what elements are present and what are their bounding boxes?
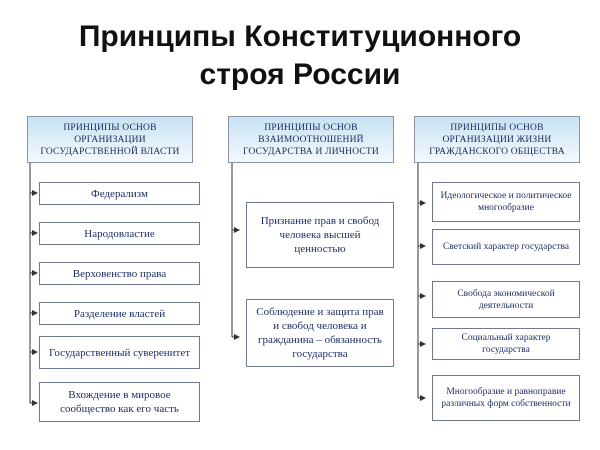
column-1-item-federalism: Федерализм <box>39 182 200 205</box>
column-1-item-world-community: Вхождение в мировое сообщество как его ч… <box>39 382 200 422</box>
column-2-item-state-duty: Соблюдение и защита прав и свобод челове… <box>246 299 394 367</box>
column-1-item-sovereignty: Государственный суверенитет <box>39 336 200 369</box>
column-3-item-pluralism: Идеологическое и политическое многообраз… <box>432 182 580 222</box>
column-3-item-economic-freedom: Свобода экономической деятельности <box>432 281 580 318</box>
column-1-header: ПРИНЦИПЫ ОСНОВ ОРГАНИЗАЦИИ ГОСУДАРСТВЕНН… <box>27 116 193 163</box>
column-1-item-rule-of-law: Верховенство права <box>39 262 200 285</box>
column-2-item-human-rights-value: Признание прав и свобод человека высшей … <box>246 202 394 268</box>
title-line-1: Принципы Конституционного <box>78 20 522 53</box>
column-3-item-property-forms: Многообразие и равноправие различных фор… <box>432 375 580 421</box>
column-3-item-social-state: Социальный характер государства <box>432 328 580 360</box>
page-title: Принципы Конституционного строя России <box>0 18 600 94</box>
column-1-item-separation-of-powers: Разделение властей <box>39 302 200 325</box>
column-1-item-democracy: Народовластие <box>39 222 200 245</box>
column-3-header: ПРИНЦИПЫ ОСНОВ ОРГАНИЗАЦИИ ЖИЗНИ ГРАЖДАН… <box>414 116 580 163</box>
column-2-header: ПРИНЦИПЫ ОСНОВ ВЗАИМООТНОШЕНИЙ ГОСУДАРСТ… <box>228 116 394 163</box>
column-3-item-secular-state: Светский характер государства <box>432 229 580 265</box>
title-line-2: строя России <box>199 58 401 91</box>
